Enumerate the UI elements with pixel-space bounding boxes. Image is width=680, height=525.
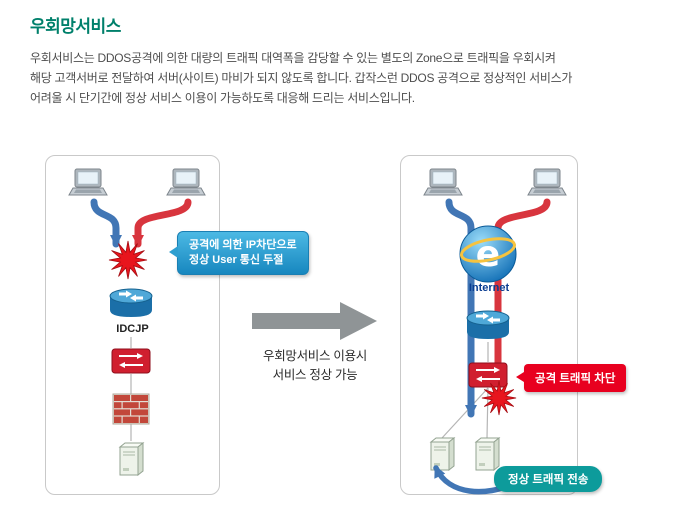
server-icon <box>474 436 501 472</box>
service-description: 우회서비스는 DDOS공격에 의한 대량의 트래픽 대역폭을 감당할 수 있는 … <box>30 48 572 108</box>
internet-label: Internet <box>468 282 510 294</box>
attack-burst-icon <box>108 240 148 280</box>
before-panel: IDCJP <box>45 155 220 495</box>
laptop-icon <box>68 168 108 196</box>
after-panel: e Internet <box>400 155 578 495</box>
laptop-icon <box>423 168 463 196</box>
router-label: IDCJP <box>116 323 149 335</box>
description-line-1: 우회서비스는 DDOS공격에 의한 대량의 트래픽 대역폭을 감당할 수 있는 … <box>30 51 556 65</box>
firewall-icon <box>112 393 150 425</box>
traffic-flow-lines <box>441 198 551 439</box>
page-title: 우회망서비스 <box>30 17 121 36</box>
transition-caption-line-1: 우회망서비스 이용시 <box>263 349 367 363</box>
description-line-2: 해당 고객서버로 전달하여 서버(사이트) 마비가 되지 않도록 합니다. 갑작… <box>30 71 573 85</box>
server-icon <box>118 441 145 477</box>
attack-traffic-line <box>132 198 192 248</box>
laptop-icon <box>166 168 206 196</box>
normal-traffic-callout: 정상 트래픽 전송 <box>494 466 603 492</box>
blocked-user-callout: 공격에 의한 IP차단으로 정상 User 통신 두절 <box>169 231 309 275</box>
server-icon <box>429 436 456 472</box>
normal-traffic-line <box>90 198 122 248</box>
router-icon <box>466 310 510 339</box>
attack-traffic-line <box>492 198 551 384</box>
blocked-user-callout-line-1: 공격에 의한 IP차단으로 <box>189 239 297 251</box>
switch-icon <box>111 348 151 374</box>
transition-arrow-icon <box>252 302 377 340</box>
blocked-user-callout-line-2: 정상 User 통신 두절 <box>189 254 284 266</box>
normal-traffic-line <box>445 198 477 418</box>
description-line-3: 어려울 시 단기간에 정상 서비스 이용이 가능하도록 대응해 드리는 서비스입… <box>30 91 415 105</box>
reroute-arrow <box>433 465 516 495</box>
laptop-icon <box>527 168 567 196</box>
transition-caption-line-2: 서비스 정상 가능 <box>272 368 358 382</box>
attack-burst-icon <box>481 380 517 416</box>
traffic-flow-lines <box>90 198 192 441</box>
router-icon <box>109 288 153 317</box>
switch-icon <box>468 362 508 388</box>
normal-traffic-callout-text: 정상 트래픽 전송 <box>508 474 589 486</box>
transition-caption: 우회망서비스 이용시 서비스 정상 가능 <box>233 347 397 385</box>
internet-explorer-icon: e <box>459 225 517 283</box>
attack-blocked-callout: 공격 트래픽 차단 <box>515 364 627 392</box>
attack-blocked-callout-text: 공격 트래픽 차단 <box>535 373 616 385</box>
